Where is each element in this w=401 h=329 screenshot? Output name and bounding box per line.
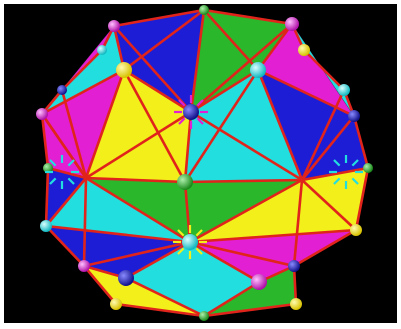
vertex-cyan [338,84,350,96]
vertex-blue [118,270,134,286]
vertex-green [177,174,193,190]
vertex-blue [288,260,300,272]
vertex-cyan [250,62,266,78]
vertex-yellow [290,298,302,310]
vertex-blue [57,85,67,95]
vertex-cyan [182,234,198,250]
vertex-magenta [251,274,267,290]
vertex-yellow [110,298,122,310]
vertex-magenta [78,260,90,272]
vertex-yellow [116,62,132,78]
vertex-magenta [285,17,299,31]
polyhedron-render [4,4,397,323]
vertex-magenta [108,20,120,32]
vertex-blue [348,110,360,122]
vertex-blue [183,104,199,120]
vertex-cyan [40,220,52,232]
vertex-yellow [298,44,310,56]
polyhedron-viewport [4,4,397,323]
vertex-green [363,163,373,173]
vertex-cyan [97,45,107,55]
vertex-green [199,5,209,15]
vertex-magenta [36,108,48,120]
vertex-green [199,311,209,321]
vertex-yellow [350,224,362,236]
